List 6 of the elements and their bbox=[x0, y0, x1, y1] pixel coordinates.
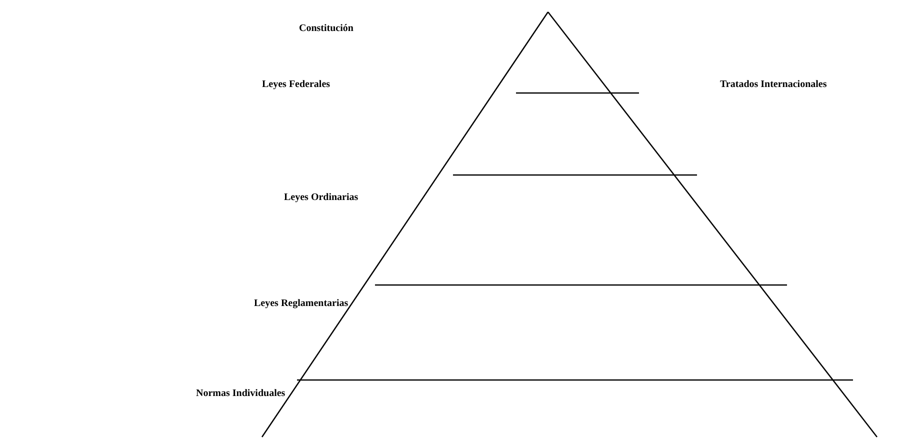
level-label: Normas Individuales bbox=[196, 388, 286, 399]
level-label: Tratados Internacionales bbox=[720, 79, 827, 90]
level-label: Leyes Federales bbox=[262, 79, 330, 90]
level-label: Constitución bbox=[299, 23, 354, 34]
level-label: Leyes Reglamentarias bbox=[254, 298, 348, 309]
level-label: Leyes Ordinarias bbox=[284, 192, 358, 203]
